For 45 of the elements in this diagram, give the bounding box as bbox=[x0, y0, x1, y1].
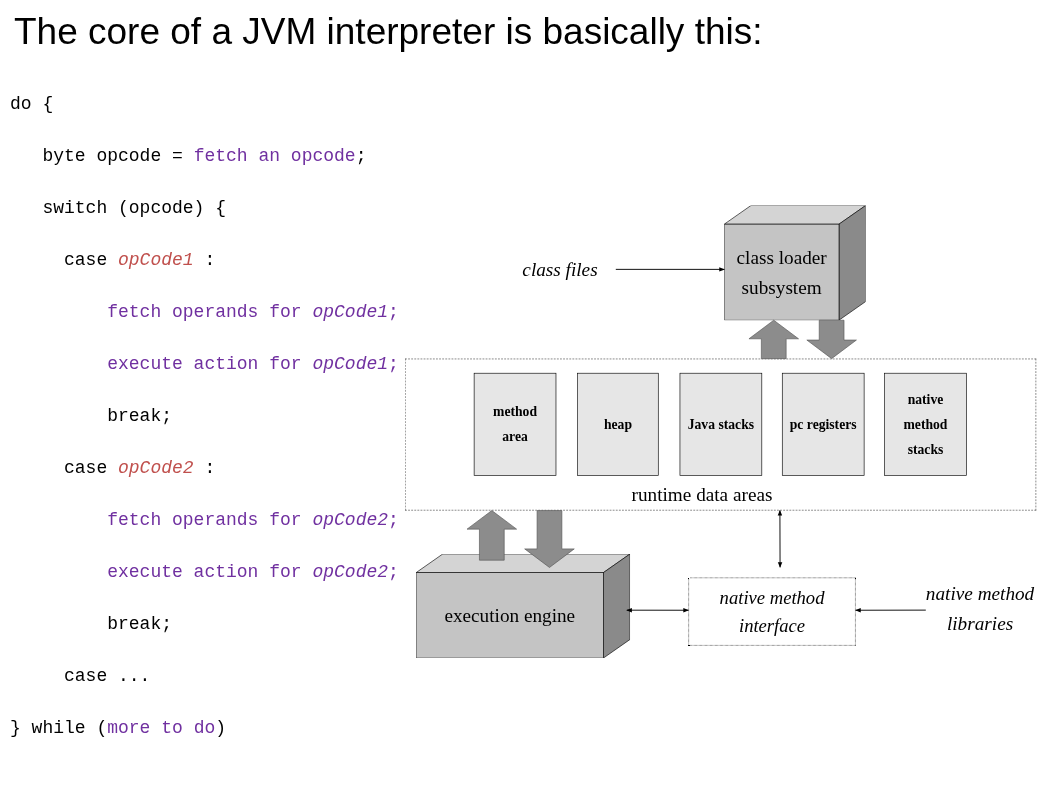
code-text: case bbox=[64, 249, 108, 272]
code-text: } while ( bbox=[10, 717, 108, 740]
code-text: switch (opcode) { bbox=[42, 197, 227, 220]
title: The core of a JVM interpreter is basically this: bbox=[14, 10, 763, 54]
arrow bbox=[626, 607, 689, 613]
code-text: ; bbox=[355, 145, 367, 168]
code-text: execute action for opCode2; bbox=[107, 561, 399, 584]
code-text: fetch operands for opCode1; bbox=[107, 301, 399, 324]
code-text: : bbox=[204, 249, 216, 272]
box-label: method area bbox=[492, 402, 538, 447]
code-text: opCode2 bbox=[118, 457, 194, 480]
box-label: Java stacks bbox=[686, 415, 756, 434]
input-label: class files bbox=[522, 257, 598, 282]
box-label: native method interface bbox=[718, 585, 826, 638]
code-text: fetch operands for opCode2; bbox=[107, 509, 399, 532]
block-arrow bbox=[466, 510, 517, 561]
block-arrow bbox=[806, 319, 857, 359]
box-label: heap bbox=[602, 415, 633, 434]
memory-box bbox=[679, 372, 763, 476]
code-text: : bbox=[204, 457, 216, 480]
code-text: do { bbox=[10, 93, 54, 116]
interface-box bbox=[688, 577, 856, 646]
arrow bbox=[777, 510, 783, 568]
region-label: runtime data areas bbox=[631, 482, 773, 507]
box-label: pc registers bbox=[788, 415, 858, 434]
memory-box bbox=[781, 372, 865, 476]
code-text: break; bbox=[107, 613, 172, 636]
code-text: fetch an opcode bbox=[193, 145, 356, 168]
box-label: class loader subsystem bbox=[735, 245, 828, 300]
block-arrow bbox=[524, 510, 575, 568]
code-text: more to do bbox=[107, 717, 216, 740]
box-label: native method stacks bbox=[902, 390, 949, 459]
box-label: execution engine bbox=[443, 603, 577, 628]
memory-box bbox=[577, 372, 659, 476]
code-text: break; bbox=[107, 405, 172, 428]
code-text: byte opcode = bbox=[42, 145, 183, 168]
code-text: case ... bbox=[64, 665, 151, 688]
block-arrow bbox=[748, 319, 799, 359]
code-text: case bbox=[64, 457, 108, 480]
code-text: ) bbox=[215, 717, 227, 740]
code-text: execute action for opCode1; bbox=[107, 353, 399, 376]
memory-box bbox=[473, 372, 557, 476]
library-label: native method libraries bbox=[925, 581, 1035, 636]
code-text: opCode1 bbox=[118, 249, 194, 272]
memory-box bbox=[884, 372, 967, 476]
